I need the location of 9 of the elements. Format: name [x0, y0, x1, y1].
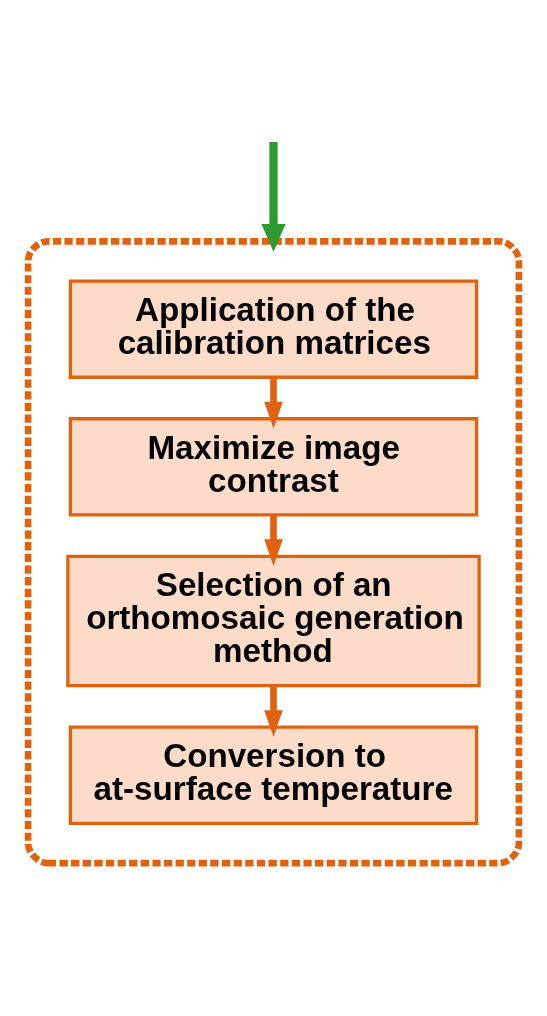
arrow: [261, 141, 286, 252]
arrow: [264, 377, 283, 428]
node-box: Maximize image contrast: [68, 416, 479, 517]
node-box: Selection of an orthomosaic generation method: [66, 554, 481, 687]
node-box: Conversion to at-surface temperature: [68, 725, 479, 825]
cluster: [24, 237, 523, 866]
node-box: Application of the calibration matrices: [68, 278, 479, 379]
arrow: [264, 685, 283, 737]
arrow: [264, 514, 283, 566]
